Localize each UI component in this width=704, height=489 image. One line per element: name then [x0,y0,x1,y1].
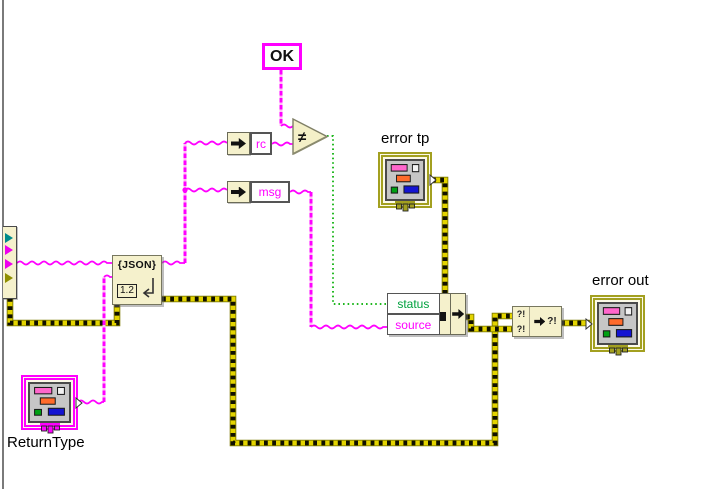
json-version-badge: 1.2 [117,284,137,298]
terminal-arrow-icon [75,396,83,409]
source-string-wire[interactable] [310,324,387,330]
bundle-arrow-icon [452,309,465,319]
json-error-wire[interactable] [162,295,512,447]
msg-field-label: msg [258,185,282,199]
bundle-output-column [451,293,466,335]
connector-terminal-pink-1[interactable] [5,245,13,255]
status-field-label: status [397,296,430,311]
rc-branch-wire[interactable] [184,140,228,146]
rc-field-label: rc [256,136,266,151]
unbundle-arrow-icon [231,186,246,198]
error-tp-indicator[interactable] [378,152,437,212]
terminal-arrow-icon [429,174,437,186]
msg-string-wire[interactable] [289,189,311,195]
bundle-output-wire[interactable] [466,313,512,333]
error-in-wire[interactable] [6,298,121,327]
json-node-glyph: {JSON} [117,259,157,271]
msg-branch-wire[interactable] [184,187,228,193]
connector-pane[interactable] [3,226,17,299]
error-out-indicator[interactable] [585,295,645,356]
unbundle-arrow-icon [231,138,246,149]
merge-in-top-glyph: ?! [516,309,526,320]
return-type-label[interactable]: ReturnType [7,434,85,451]
string-constant-ok[interactable]: OK [262,43,302,70]
bundle-input-terminal [439,312,446,321]
cluster-type-glyph-icon [39,423,60,434]
json-parse-node[interactable]: {JSON} 1.2 [112,255,162,305]
error-tp-label[interactable]: error tp [381,130,430,147]
error-out-label[interactable]: error out [592,272,649,289]
rc-field[interactable]: rc [250,132,272,155]
connector-terminal-teal[interactable] [5,233,13,243]
not-equal-node[interactable]: ≠ [291,117,333,157]
rc-string-wire[interactable] [271,141,293,147]
error-tp-wire[interactable] [432,176,449,293]
bundle-input-column [439,293,452,335]
bundle-by-name-node[interactable]: status source [387,293,466,335]
not-equal-glyph: ≠ [298,129,307,146]
wire-junction-dot [182,187,188,193]
return-type-control[interactable] [21,375,83,434]
json-output-wire[interactable] [161,260,185,266]
cluster-glyph-icon [602,307,633,338]
bundle-field-source[interactable]: source [387,314,440,335]
return-arrow-icon [142,278,154,298]
return-type-wire[interactable] [77,399,104,405]
bundle-field-status[interactable]: status [387,293,440,314]
source-field-label: source [395,317,432,332]
input-cluster-wire[interactable] [16,260,112,266]
unbundle-msg-node[interactable] [227,181,250,203]
msg-field[interactable]: msg [250,181,290,203]
connector-terminal-pink-2[interactable] [5,259,13,269]
cluster-type-glyph-icon [395,201,415,212]
ok-string-wire[interactable] [280,123,294,129]
cluster-type-glyph-icon [607,345,628,356]
cluster-glyph-icon [34,386,65,416]
unbundle-rc-node[interactable] [227,132,250,155]
return-type-stub[interactable] [103,274,112,278]
merge-in-bottom-glyph: ?! [516,323,526,334]
connector-terminal-olive[interactable] [5,273,13,283]
merge-errors-node[interactable]: ?! ?! ?! [512,306,562,337]
merge-arrow-icon [534,317,546,326]
terminal-arrow-icon [585,317,593,330]
cluster-glyph-icon [390,164,420,194]
ok-constant-text: OK [270,47,294,65]
merge-out-glyph: ?! [547,316,557,327]
